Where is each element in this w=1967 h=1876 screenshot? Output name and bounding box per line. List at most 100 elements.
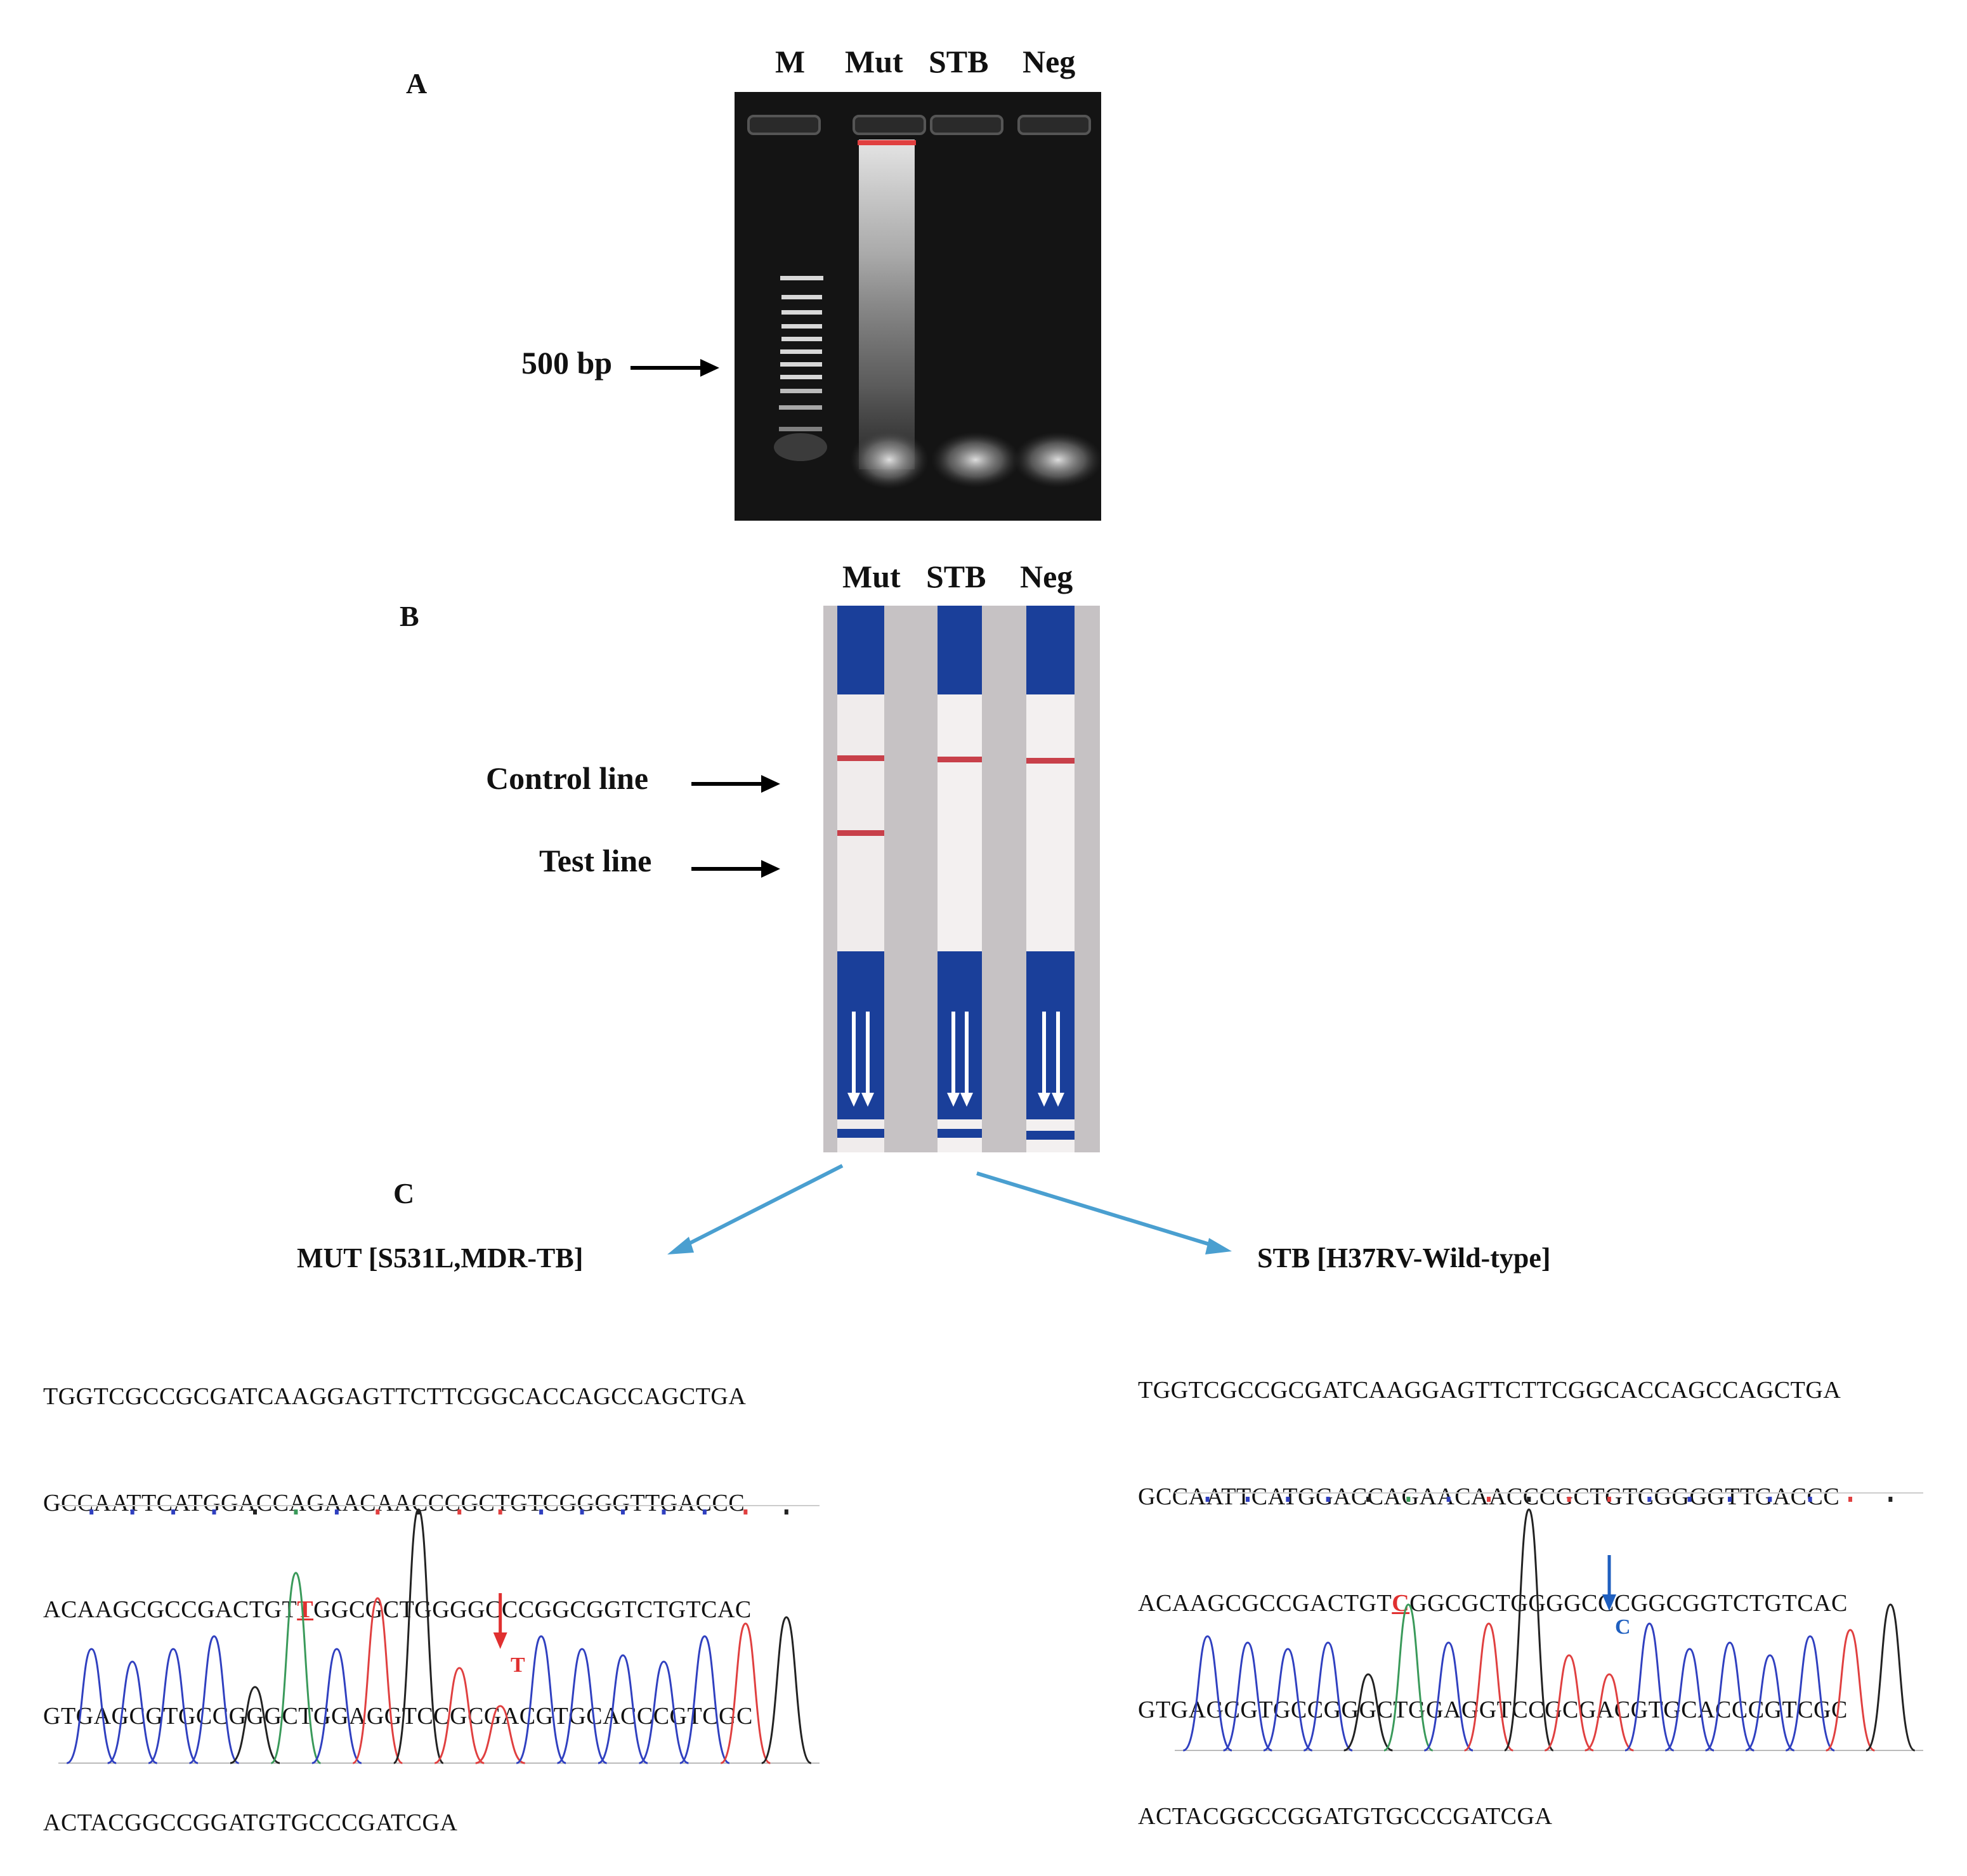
chromatogram-peak	[1263, 1648, 1313, 1752]
chromatogram-peak	[1745, 1654, 1795, 1752]
stb-chromatogram	[1175, 1492, 1923, 1752]
chromatogram-peak	[107, 1660, 158, 1764]
base-call-tick	[1687, 1497, 1692, 1502]
base-call-tick	[1366, 1497, 1370, 1502]
base-call-tick	[253, 1509, 257, 1514]
control-band	[837, 755, 884, 761]
sequence-line: GCCAATTCATGGACCAGAACAACCCGCTGTCGGGGTTGAC…	[43, 1490, 745, 1516]
chromatogram-peak	[434, 1667, 485, 1764]
base-call-tick	[457, 1509, 462, 1514]
base-call-tick	[539, 1509, 544, 1514]
base-call-tick	[130, 1509, 134, 1514]
base-call-tick	[498, 1509, 502, 1514]
peak-marker-arrowhead	[1602, 1594, 1616, 1611]
chromatogram-peak	[1223, 1641, 1272, 1752]
chromatogram-peak	[1423, 1641, 1474, 1752]
chromatogram-peak	[1544, 1654, 1594, 1752]
chromatogram-peak	[1705, 1641, 1755, 1752]
base-call-tick	[1848, 1497, 1852, 1502]
chromatogram-peak	[720, 1622, 771, 1764]
mut-chromatogram	[58, 1505, 820, 1764]
base-call-tick	[580, 1509, 584, 1514]
gel-lane-label-m: M	[775, 44, 806, 79]
sequence-segment: GGCGCTGGGGCCCGGCGGTCTGTCAC	[1409, 1590, 1848, 1617]
control-line-arrow	[691, 775, 780, 793]
base-call-tick	[416, 1509, 421, 1514]
sequence-line: GTGAGCGTGCCGGGCTGGAGGTCCGCGACGTGCACCCGTC…	[1138, 1697, 1848, 1723]
sequence-line: TGGTCGCCGCGATCAAGGAGTTCTTCGGCACCAGCCAGCT…	[1138, 1377, 1841, 1404]
sequence-line: ACTACGGCCGGATGTGCCCGATCGA	[43, 1809, 458, 1836]
sequence-line: TGGTCGCCGCGATCAAGGAGTTCTTCGGCACCAGCCAGCT…	[43, 1383, 747, 1410]
chromatogram-peak	[598, 1654, 648, 1764]
primer-dimer-glow	[931, 432, 1020, 488]
primer-dimer-glow	[1014, 432, 1102, 488]
chromatogram-peak	[556, 1648, 608, 1764]
stb-peak-base-label: C	[1615, 1615, 1631, 1639]
base-call-tick	[376, 1509, 380, 1514]
stb-sequence-title: STB [H37RV-Wild-type]	[1257, 1242, 1551, 1273]
chromatogram-peak	[1585, 1673, 1634, 1752]
chromatogram-peak	[1785, 1635, 1835, 1752]
marker-500bp-label: 500 bp	[521, 345, 613, 381]
chromatogram-peak	[1343, 1673, 1393, 1752]
gel-well	[853, 115, 926, 135]
chromatogram-peak	[1303, 1641, 1353, 1752]
strip-stb	[938, 606, 982, 1152]
connector-arrows	[667, 1164, 1232, 1254]
strip-label-stb: STB	[926, 559, 986, 594]
dna-ladder	[774, 276, 827, 461]
chromatogram-peak	[1464, 1622, 1513, 1752]
lateral-flow-strips-image	[823, 606, 1100, 1152]
base-call-tick	[1446, 1497, 1451, 1502]
base-call-tick	[212, 1509, 216, 1514]
base-call-tick	[334, 1509, 339, 1514]
mut-sequence-title: MUT [S531L,MDR-TB]	[297, 1242, 584, 1273]
gel-lane-label-mut: Mut	[845, 44, 903, 79]
primer-dimer-glow	[850, 431, 929, 489]
sequence-line: ACAAGCGCCGACTGTCGGCGCTGGGGCCCGGCGGTCTGTC…	[1138, 1586, 1848, 1621]
chromatogram-peak	[188, 1635, 240, 1764]
base-call-tick	[1246, 1497, 1250, 1502]
base-call-tick	[662, 1509, 666, 1514]
panel-a-label: A	[406, 67, 428, 100]
base-call-tick	[1647, 1497, 1652, 1502]
base-call-tick	[1286, 1497, 1290, 1502]
base-call-tick	[1527, 1497, 1531, 1502]
base-call-tick	[702, 1509, 707, 1514]
sequence-line: ACTACGGCCGGATGTGCCCGATCGA	[1138, 1803, 1553, 1830]
strip-label-neg: Neg	[1020, 559, 1073, 594]
base-call-tick	[1888, 1497, 1893, 1502]
mut-lane-smear	[859, 140, 915, 469]
chromatogram-peak	[393, 1508, 445, 1764]
panel-b-label: B	[400, 600, 419, 632]
base-call-tick	[1768, 1497, 1772, 1502]
chromatogram-peak	[475, 1705, 526, 1764]
base-call-tick	[89, 1509, 94, 1514]
chromatogram-peak	[1664, 1648, 1715, 1752]
base-call-tick	[784, 1509, 788, 1514]
wild-type-base: C	[1392, 1590, 1410, 1617]
chromatogram-peak	[1383, 1603, 1434, 1752]
chromatogram-peak	[1624, 1622, 1675, 1752]
test-band	[837, 830, 884, 836]
gel-well	[747, 115, 821, 135]
marker-500bp-arrow	[631, 359, 719, 377]
test-line-arrow	[691, 860, 780, 878]
chromatogram-peak	[761, 1616, 812, 1764]
sequence-segment: GGCGCTGGGGCCCGGCGGTCTGTCAC	[313, 1596, 752, 1623]
control-line-label: Control line	[486, 760, 649, 796]
sequence-segment: ACAAGCGCCGACTGT	[1138, 1590, 1392, 1617]
base-call-tick	[1487, 1497, 1491, 1502]
gel-well	[1017, 115, 1091, 135]
base-call-tick	[1205, 1497, 1210, 1502]
strip-mut	[837, 606, 884, 1152]
test-line-label: Test line	[539, 843, 652, 878]
strip-label-mut: Mut	[842, 559, 901, 594]
sequence-segment: ACAAGCGCCGACTGT	[43, 1596, 297, 1623]
chromatogram-peak	[270, 1572, 322, 1764]
base-call-tick	[1728, 1497, 1732, 1502]
chromatogram-peak	[1866, 1603, 1916, 1752]
base-call-tick	[1808, 1497, 1812, 1502]
strip-neg	[1026, 606, 1075, 1152]
peak-marker-arrowhead	[493, 1632, 507, 1649]
